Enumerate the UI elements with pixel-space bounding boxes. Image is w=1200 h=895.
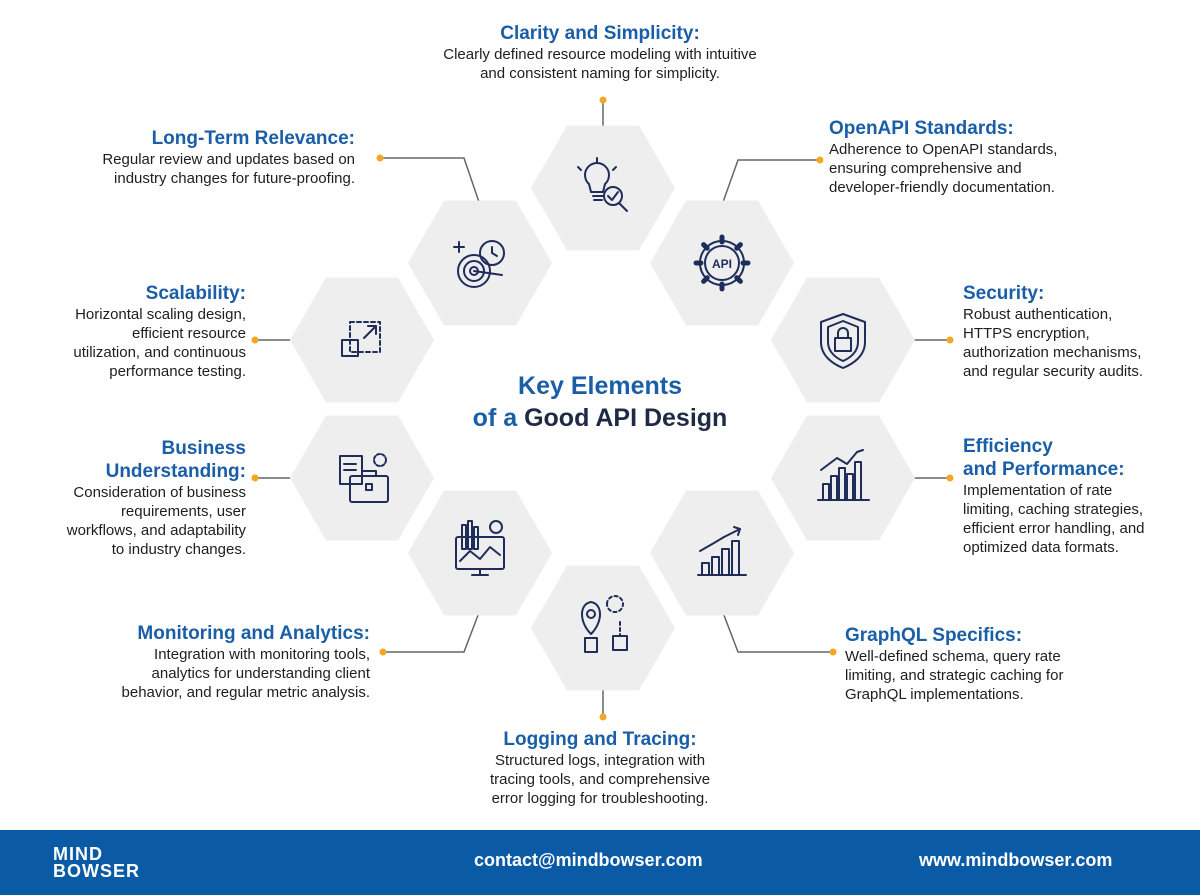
connector-line	[721, 609, 833, 653]
item-title: OpenAPI Standards:	[829, 118, 1014, 139]
center-title: Key Elements of a Good API Design	[440, 370, 760, 434]
item-openapi: OpenAPI Standards: Adherence to OpenAPI …	[829, 117, 1129, 197]
item-title: Clarity and Simplicity:	[500, 23, 700, 44]
website-link[interactable]: www.mindbowser.com	[919, 850, 1113, 870]
connector-dot	[376, 154, 384, 162]
item-desc-line: Adherence to OpenAPI standards,	[829, 141, 1058, 158]
item-clarity: Clarity and Simplicity: Clearly defined …	[400, 22, 800, 83]
item-desc-line: ensuring comprehensive and	[829, 160, 1022, 177]
item-desc-line: industry changes for future-proofing.	[114, 170, 355, 187]
hexagon-tile	[290, 277, 434, 403]
item-desc-line: efficient error handling, and	[963, 520, 1145, 537]
hexagon-tile	[408, 490, 552, 616]
item-desc-line: Horizontal scaling design,	[75, 306, 246, 323]
item-desc-line: and consistent naming for simplicity.	[480, 65, 720, 82]
item-title: Scalability:	[145, 283, 246, 304]
item-title: Security:	[963, 283, 1045, 304]
item-scalability: Scalability: Horizontal scaling design, …	[16, 282, 246, 381]
item-desc-line: HTTPS encryption,	[963, 325, 1090, 342]
hexagon-tile	[531, 565, 675, 691]
item-desc-line: GraphQL implementations.	[845, 686, 1024, 703]
item-desc-line: efficient resource	[132, 325, 246, 342]
connector-dot	[251, 474, 259, 482]
connector-dot	[946, 336, 954, 344]
bar-chart-trend-icon	[817, 449, 870, 501]
item-security: Security: Robust authentication, HTTPS e…	[963, 282, 1188, 381]
item-desc-line: Well-defined schema, query rate	[845, 648, 1061, 665]
item-logging: Logging and Tracing: Structured logs, in…	[400, 728, 800, 808]
location-pin-box-icon	[581, 595, 628, 653]
item-desc-line: tracing tools, and comprehensive	[489, 771, 711, 788]
contact-email-link[interactable]: contact@mindbowser.com	[474, 850, 703, 870]
shield-lock-icon	[820, 313, 866, 369]
hexagon-ring: API	[251, 96, 954, 721]
item-desc-line: workflows, and adaptability	[66, 522, 246, 539]
item-graphql: GraphQL Specifics: Well-defined schema, …	[845, 624, 1145, 704]
connector-dot	[829, 648, 837, 656]
logo-line1: MIND	[53, 844, 103, 864]
hexagon-tile	[771, 277, 915, 403]
monitor-analytics-icon	[455, 520, 505, 576]
footer-bar: MIND BOWSER contact@mindbowser.com www.m…	[0, 830, 1200, 895]
api-gear-icon: API	[693, 234, 751, 292]
item-desc-line: authorization mechanisms,	[963, 344, 1142, 361]
item-desc-line: limiting, and strategic caching for	[845, 667, 1064, 684]
hexagon-tile	[650, 200, 794, 326]
connector-dot	[816, 156, 824, 164]
item-title-line: Efficiency	[963, 436, 1053, 457]
connector-line	[383, 609, 481, 653]
item-title-line: Understanding:	[105, 461, 246, 482]
briefcase-documents-icon	[339, 453, 389, 503]
connector-dot	[599, 713, 607, 721]
connector-line	[380, 157, 481, 206]
scale-up-icon	[341, 321, 381, 357]
item-desc-line: error logging for troubleshooting.	[491, 790, 709, 807]
item-desc-line: Integration with monitoring tools,	[154, 646, 370, 663]
lightbulb-check-icon	[577, 157, 628, 212]
item-desc-line: limiting, caching strategies,	[963, 501, 1144, 518]
item-desc-line: Consideration of business	[73, 484, 246, 501]
item-long-term: Long-Term Relevance: Regular review and …	[30, 127, 355, 188]
item-desc-line: Implementation of rate	[963, 482, 1113, 499]
item-desc-line: Robust authentication,	[963, 306, 1113, 323]
connector-dot	[946, 474, 954, 482]
item-desc-line: and regular security audits.	[963, 363, 1144, 380]
item-desc-line: Clearly defined resource modeling with i…	[443, 46, 757, 63]
hexagon-tile	[771, 415, 915, 541]
item-desc-line: behavior, and regular metric analysis.	[121, 684, 370, 701]
logo-line2: BOWSER	[53, 861, 140, 881]
center-title-prefix: of a	[472, 404, 518, 432]
infographic: API Key Elements of a Good API Design Cl…	[6, 22, 1198, 808]
item-desc-line: utilization, and continuous	[73, 344, 246, 361]
item-desc-line: to industry changes.	[111, 541, 246, 558]
item-desc-line: developer-friendly documentation.	[829, 179, 1055, 196]
item-efficiency: Efficiency and Performance: Implementati…	[963, 435, 1198, 557]
item-title-line: Business	[161, 438, 246, 459]
item-desc-line: Regular review and updates based on	[102, 151, 355, 168]
item-desc-line: optimized data formats.	[963, 539, 1119, 556]
mindbowser-logo: MIND BOWSER	[53, 844, 140, 881]
item-title: Monitoring and Analytics:	[137, 623, 370, 644]
item-desc-line: requirements, user	[120, 503, 246, 520]
item-title: GraphQL Specifics:	[845, 625, 1023, 646]
api-icon-label: API	[712, 257, 732, 271]
item-title-line: and Performance:	[963, 459, 1125, 480]
item-desc-line: analytics for understanding client	[151, 665, 370, 682]
item-title: Logging and Tracing:	[503, 729, 697, 750]
connector-dot	[599, 96, 607, 104]
target-clock-icon	[453, 240, 505, 288]
item-desc-line: performance testing.	[109, 363, 246, 380]
item-business: Business Understanding: Consideration of…	[6, 437, 246, 559]
item-title: Long-Term Relevance:	[151, 128, 355, 149]
item-desc-line: Structured logs, integration with	[494, 752, 706, 769]
center-title-emphasis: Good API Design	[524, 404, 728, 432]
connector-line	[721, 159, 820, 206]
item-monitoring: Monitoring and Analytics: Integration wi…	[40, 622, 370, 702]
connector-dot	[251, 336, 259, 344]
growth-chart-icon	[697, 526, 747, 576]
center-title-line1: Key Elements	[518, 372, 682, 400]
connector-dot	[379, 648, 387, 656]
